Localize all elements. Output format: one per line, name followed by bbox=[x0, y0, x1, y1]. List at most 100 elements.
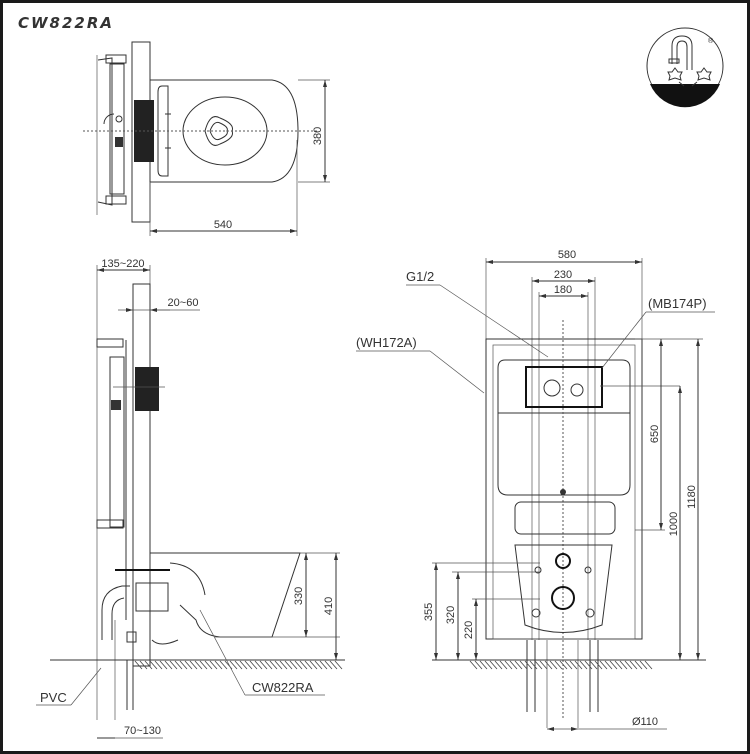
hatch-line bbox=[584, 660, 593, 670]
hatch-line bbox=[314, 660, 323, 670]
hatch-line bbox=[509, 660, 518, 670]
hatch-line bbox=[239, 660, 248, 670]
hatch-line bbox=[599, 660, 608, 670]
hatch-line bbox=[209, 660, 218, 670]
hatch-line bbox=[484, 660, 493, 670]
hatch-line bbox=[179, 660, 188, 670]
hatch-line bbox=[489, 660, 498, 670]
hatch-line bbox=[189, 660, 198, 670]
bolt-spacing-height-dimension: 320 bbox=[445, 606, 457, 624]
hatch-line bbox=[194, 660, 203, 670]
hatch-line bbox=[474, 660, 483, 670]
hatch-line bbox=[499, 660, 508, 670]
hatch-line bbox=[639, 660, 648, 670]
hatch-line bbox=[289, 660, 298, 670]
hatch-line bbox=[544, 660, 553, 670]
registered-mark: ® bbox=[708, 37, 714, 45]
wall-depth-dimension: 135~220 bbox=[101, 258, 144, 270]
water-inlet-height-dimension: 355 bbox=[423, 603, 435, 621]
hatch-line bbox=[504, 660, 513, 670]
hatch-line bbox=[169, 660, 178, 670]
hatch-line bbox=[624, 660, 633, 670]
depth-dimension: 380 bbox=[312, 127, 324, 145]
bolt-height-dimension: 1000 bbox=[668, 512, 680, 536]
hatch-line bbox=[619, 660, 628, 670]
water-saving-faucet-icon: ® bbox=[646, 27, 724, 108]
hatch-line bbox=[269, 660, 278, 670]
hatch-line bbox=[144, 660, 153, 670]
hatch-line bbox=[549, 660, 558, 670]
hatch-line bbox=[319, 660, 328, 670]
hatch-line bbox=[184, 660, 193, 670]
hatch-line bbox=[579, 660, 588, 670]
hatch-line bbox=[514, 660, 523, 670]
hatch-line bbox=[574, 660, 583, 670]
model-title: CW822RA bbox=[18, 14, 115, 32]
width-dimension: 540 bbox=[214, 219, 232, 231]
hatch-line bbox=[244, 660, 253, 670]
hatch-line bbox=[589, 660, 598, 670]
hatch-line bbox=[609, 660, 618, 670]
frame-model-label: (WH172A) bbox=[356, 335, 417, 350]
hatch-line bbox=[274, 660, 283, 670]
hatch-line bbox=[594, 660, 603, 670]
hatch-line bbox=[329, 660, 338, 670]
hatch-line bbox=[614, 660, 623, 670]
drain-height-dimension: 220 bbox=[463, 621, 475, 639]
floor-hatching bbox=[134, 660, 343, 670]
hatch-line bbox=[134, 660, 143, 670]
hatch-line bbox=[304, 660, 313, 670]
hatch-line bbox=[309, 660, 318, 670]
hatch-line bbox=[279, 660, 288, 670]
pipe-offset-dimension: 70~130 bbox=[124, 725, 161, 737]
pvc-label: PVC bbox=[40, 690, 67, 705]
floor-hatching bbox=[469, 660, 653, 670]
hatch-line bbox=[324, 660, 333, 670]
hatch-line bbox=[494, 660, 503, 670]
hatch-line bbox=[259, 660, 268, 670]
hatch-line bbox=[214, 660, 223, 670]
hatch-line bbox=[254, 660, 263, 670]
inner-width-dimension: 230 bbox=[554, 269, 572, 281]
hatch-line bbox=[539, 660, 548, 670]
hatch-line bbox=[294, 660, 303, 670]
hatch-line bbox=[519, 660, 528, 670]
hatch-line bbox=[469, 660, 478, 670]
side-view: 135~220 20~60 330 410 bbox=[36, 258, 345, 739]
hatch-line bbox=[334, 660, 343, 670]
drain-diameter-dimension: Ø110 bbox=[632, 716, 658, 728]
top-view: 380 540 bbox=[83, 41, 330, 236]
hatch-line bbox=[154, 660, 163, 670]
hatch-line bbox=[524, 660, 533, 670]
hatch-line bbox=[159, 660, 168, 670]
bowl-height-dimension: 330 bbox=[293, 587, 305, 605]
hatch-line bbox=[204, 660, 213, 670]
hatch-line bbox=[264, 660, 273, 670]
inlet-label: G1/2 bbox=[406, 269, 434, 284]
hatch-line bbox=[529, 660, 538, 670]
hatch-line bbox=[174, 660, 183, 670]
hatch-line bbox=[284, 660, 293, 670]
hatch-line bbox=[164, 660, 173, 670]
plate-model-label: (MB174P) bbox=[648, 296, 707, 311]
hatch-line bbox=[199, 660, 208, 670]
hatch-line bbox=[564, 660, 573, 670]
wall-finish-dimension: 20~60 bbox=[168, 297, 199, 309]
hatch-line bbox=[554, 660, 563, 670]
hatch-line bbox=[604, 660, 613, 670]
hatch-line bbox=[229, 660, 238, 670]
hatch-line bbox=[479, 660, 488, 670]
hatch-line bbox=[299, 660, 308, 670]
front-view: 580 230 180 bbox=[356, 249, 715, 731]
hatch-line bbox=[569, 660, 578, 670]
bowl-model-label: CW822RA bbox=[252, 680, 314, 695]
hatch-line bbox=[559, 660, 568, 670]
plate-offset-dimension: 650 bbox=[649, 425, 661, 443]
seat-height-dimension: 410 bbox=[323, 597, 335, 615]
hatch-line bbox=[249, 660, 258, 670]
total-height-dimension: 1180 bbox=[686, 485, 698, 509]
hatch-line bbox=[634, 660, 643, 670]
hatch-line bbox=[534, 660, 543, 670]
hatch-line bbox=[219, 660, 228, 670]
